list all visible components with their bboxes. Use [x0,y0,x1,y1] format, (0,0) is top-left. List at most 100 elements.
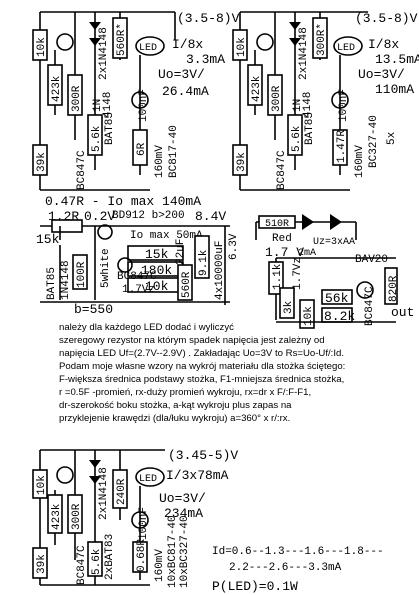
label-r-510r: 510R [265,219,289,230]
description-text: należy dla każdego LED dodać i wyliczyć … [59,322,345,424]
resistor-56k [321,289,353,305]
resistor-147r [332,129,348,166]
circuit-4: 510R Red 1.7 V 2mA Uz=3xAA [255,214,357,260]
label-supply: (3.45-5)V [168,448,238,463]
transistor-q1 [256,33,274,51]
label-q2: BC327-40 [368,115,380,168]
led-2 [330,214,342,230]
label-r-15k: 15k [145,247,169,262]
label-led: LED [337,43,355,54]
label-uz: Uz=3xAA [313,237,355,248]
resistor-5k6 [87,114,103,156]
label-r-10k: 10k [36,37,48,57]
label-i2ma: 2mA [298,248,316,259]
label-uo: Uo=3V/ [158,67,205,82]
label-r-240r: 240R [116,478,128,505]
label-q2a: 10xBC817-40 [167,515,179,588]
resistor-240r [112,469,128,509]
resistor-6r [132,129,148,166]
resistor-15k [127,245,184,261]
label-io50: Io max 50mA [130,230,203,242]
resistor-560r [177,264,193,301]
label-r-300r: 300R [271,85,283,112]
label-q2: BC817-40 [168,125,180,178]
label-q: BC847C [117,271,157,283]
label-q1: BC847C [76,545,88,585]
circuit-1: 10k 423k 39k BC847C 300R 2x1N4148 5.6k B… [32,11,240,191]
circuit-6: 10k 423k 39k BC847C 300R 2x1N4148 5.6k 2… [32,448,384,594]
label-current2: 110mA [375,82,414,97]
label-r-423k: 423k [251,75,263,102]
label-r-423k: 423k [51,503,63,530]
resistor-423k [47,64,63,106]
resistor-300r [267,74,283,116]
description-line-4: Podam moje własne wzory na wykrój materi… [59,361,345,372]
resistor-068r [132,541,148,573]
label-r-300r: 300R [71,503,83,530]
label-led-spec: I/8x [368,37,399,52]
label-diodes: 2x1N4148 [298,27,310,80]
label-r-423k: 423k [51,75,63,102]
transistor-q2 [131,511,149,529]
label-current: 234mA [164,506,203,521]
diode-1 [289,22,301,30]
circuit-3: 0.47R - Io max 140mA 1.2R 0.2V BD912 b>2… [36,194,240,317]
resistor-3k [279,287,295,319]
label-led-spec: I/8x [172,37,203,52]
diode-2 [89,38,101,46]
label-r-91k: 9.1k [198,249,210,276]
label-r-300r: 300R [71,85,83,112]
label-r-5k6: 5.6k [91,548,103,575]
diode-2 [289,38,301,46]
label-r-11k: 1.1k [272,263,284,290]
label-r-15k-left: 15k [36,232,60,247]
label-bat83: 2xBAT83 [104,534,116,580]
label-r-5k6: 5.6k [291,125,303,152]
transistor-q1 [56,466,74,484]
label-v-17: 1.7Vz [122,284,155,296]
description-line-7: dr-szerokość boku stożka, a-kąt wykroju … [59,400,292,411]
label-id-line-1: Id=0.6--1.3---1.6---1.8--- [212,546,384,558]
label-current: 3.3mA [186,52,225,67]
description-line-8: przyklejenie krawędzi (dla/łuku wykroju)… [59,413,290,424]
label-v-63: 6.3V [228,233,240,260]
circuit-2: 10k 423k 39k BC847C 300R 2x1N4148 5.6k B… [232,11,419,191]
label-r-147r: 1.47R [336,130,348,163]
label-beta: b=550 [74,302,113,317]
label-q: BC847C [364,286,376,326]
transistor-bd912 [97,224,113,240]
label-c-100nf: 100nF [138,89,150,122]
label-r-820r: 820R [388,275,400,302]
resistor-300r-b [312,17,328,59]
label-supply: (3.5-8)V [177,11,240,26]
resistor-423k [247,64,263,106]
label-v-02: 0.2V [84,209,115,224]
label-4148: 4148 [102,92,114,118]
label-r-39k: 39k [36,152,48,172]
label-mult: 5x [386,131,398,145]
resistor-10k [32,469,48,499]
transistor-q [117,257,133,273]
label-r-10k: 10k [303,306,315,326]
resistor-100r [72,254,88,290]
description-line-2: szeregowy rezystor na którym spadek napi… [59,335,325,346]
label-160mv: 160mV [354,145,366,178]
resistor-91k [194,235,210,279]
label-r-10k: 10k [36,475,48,495]
label-r-5k6: 5.6k [91,125,103,152]
label-1n4148: 1N4148 [60,260,72,300]
label-r-56k: 56k [325,291,349,306]
label-v17: 1.7 V [265,245,304,260]
resistor-1r2 [51,219,83,233]
label-supply: (3.5-8)V [355,11,418,26]
description-line-3: napięcia LED Uf=(2.7V--2.9V) . Zakładają… [59,348,344,359]
resistor-820r [384,267,398,305]
description-line-1: należy dla każdego LED dodać i wyliczyć [59,322,234,333]
label-r-39k: 39k [36,554,48,574]
transistor-q1 [56,33,74,51]
label-led-spec: I/3x78mA [166,468,229,483]
transistor-q2 [131,91,149,109]
label-160mv: 160mV [154,549,166,582]
